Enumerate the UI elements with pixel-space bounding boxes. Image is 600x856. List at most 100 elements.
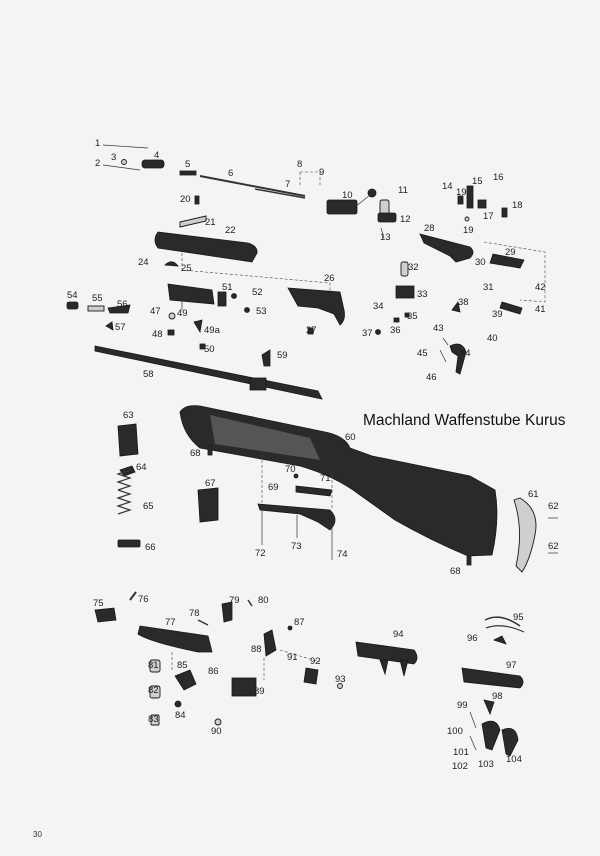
part-label: 77	[165, 617, 176, 628]
part-label: 57	[115, 322, 126, 333]
part-label: 44	[460, 348, 471, 359]
part-label: 48	[152, 329, 163, 340]
part-label: 41	[535, 304, 546, 315]
part-label: 89	[254, 686, 265, 697]
part-labels: 1 2 3 4 5 6 7 8 9 10 11 12 13 14 15 16 1…	[67, 138, 559, 772]
part-label: 62	[548, 541, 559, 552]
part-label: 38	[458, 297, 469, 308]
part-label: 25	[181, 263, 192, 274]
part-label: 47	[150, 306, 161, 317]
part-label: 99	[457, 700, 468, 711]
page-number: 30	[33, 830, 42, 839]
part-label: 12	[400, 214, 411, 225]
part-label: 82	[148, 685, 159, 696]
part-label: 84	[175, 710, 186, 721]
part-label: 51	[222, 282, 233, 293]
part-label: 17	[483, 211, 494, 222]
part-label: 71	[320, 473, 331, 484]
part-label: 16	[493, 172, 504, 183]
part-label: 24	[138, 257, 149, 268]
part-label: 6	[228, 168, 233, 179]
part-label: 94	[393, 629, 404, 640]
part-label: 26	[324, 273, 335, 284]
part-label: 28	[424, 223, 435, 234]
part-label: 66	[145, 542, 156, 553]
watermark-text: Machland Waffenstube Kurus	[363, 412, 566, 429]
part-label: 22	[225, 225, 236, 236]
part-label: 91	[287, 652, 298, 663]
part-label: 98	[492, 691, 503, 702]
extractor-group	[457, 185, 508, 222]
part-label: 46	[426, 372, 437, 383]
part-label: 14	[442, 181, 453, 192]
part-label: 96	[467, 633, 478, 644]
part-label: 65	[143, 501, 154, 512]
part-label: 79	[229, 595, 240, 606]
barrel-group	[66, 301, 323, 400]
part-label: 68	[190, 448, 201, 459]
part-label: 52	[252, 287, 263, 298]
part-label: 63	[123, 410, 134, 421]
part-label: 36	[390, 325, 401, 336]
part-label: 18	[512, 200, 523, 211]
part-label: 70	[285, 464, 296, 475]
part-label: 45	[417, 348, 428, 359]
part-label: 58	[143, 369, 154, 380]
part-label: 69	[268, 482, 279, 493]
part-label: 9	[319, 167, 324, 178]
part-label: 29	[505, 247, 516, 258]
part-label: 49	[177, 308, 188, 319]
trigger-mechanism-group	[94, 591, 343, 726]
part-label: 19	[456, 187, 467, 198]
part-label: 73	[291, 541, 302, 552]
receiver-group	[154, 195, 345, 350]
part-label: 19	[463, 225, 474, 236]
part-label: 101	[453, 747, 469, 758]
part-label: 68	[450, 566, 461, 577]
part-label: 39	[492, 309, 503, 320]
trigger-safety-group	[375, 233, 546, 375]
part-label: 95	[513, 612, 524, 623]
part-label: 1	[95, 138, 100, 149]
part-label: 7	[285, 179, 290, 190]
part-label: 61	[528, 489, 539, 500]
part-label: 5	[185, 159, 190, 170]
part-label: 78	[189, 608, 200, 619]
part-label: 20	[180, 194, 191, 205]
part-label: 42	[535, 282, 546, 293]
part-label: 37	[362, 328, 373, 339]
part-label: 33	[417, 289, 428, 300]
part-label: 15	[472, 176, 483, 187]
part-label: 10	[342, 190, 353, 201]
part-label: 93	[335, 674, 346, 685]
part-label: 55	[92, 293, 103, 304]
part-label: 53	[256, 306, 267, 317]
part-label: 80	[258, 595, 269, 606]
part-label: 49a	[204, 325, 221, 336]
part-label: 74	[337, 549, 348, 560]
part-label: 75	[93, 598, 104, 609]
part-label: 67	[205, 478, 216, 489]
part-label: 86	[208, 666, 219, 677]
part-label: 54	[67, 290, 78, 301]
part-label: 104	[506, 754, 522, 765]
part-label: 50	[204, 344, 215, 355]
part-label: 11	[398, 185, 408, 196]
part-label: 64	[136, 462, 147, 473]
part-label: 32	[408, 262, 419, 273]
part-label: 8	[297, 159, 302, 170]
part-label: 92	[310, 656, 321, 667]
part-label: 85	[177, 660, 188, 671]
stock-group	[179, 405, 558, 573]
part-label: 34	[373, 301, 384, 312]
part-label: 31	[483, 282, 494, 293]
part-label: 100	[447, 726, 463, 737]
part-label: 72	[255, 548, 266, 559]
part-label: 60	[345, 432, 356, 443]
part-label: 21	[205, 217, 216, 228]
set-trigger-group	[355, 616, 525, 757]
part-label: 103	[478, 759, 494, 770]
part-label: 35	[407, 311, 418, 322]
part-label: 13	[380, 232, 391, 243]
